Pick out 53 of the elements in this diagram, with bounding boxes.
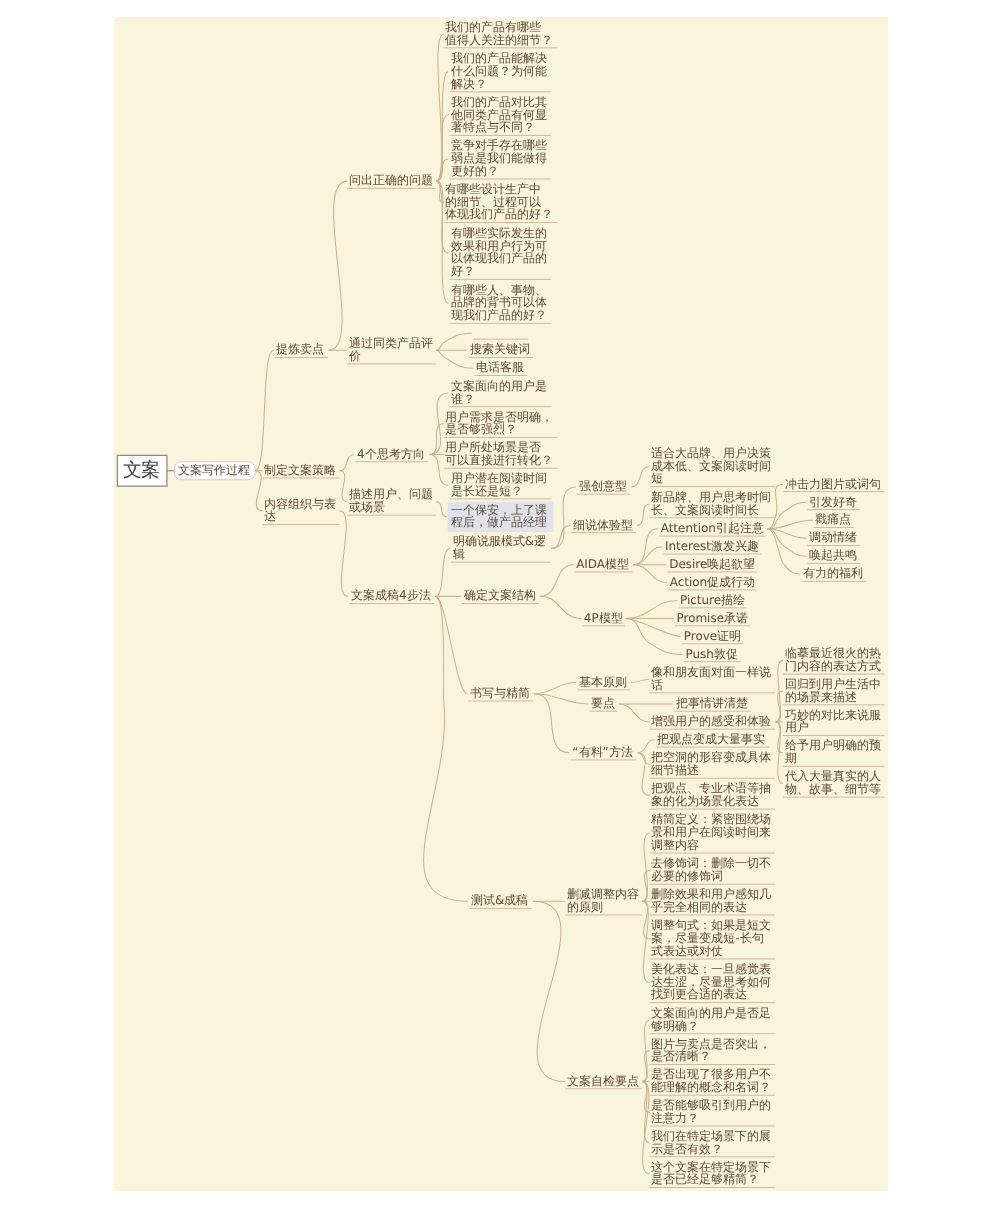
connector xyxy=(326,349,347,351)
node-box: 文案 xyxy=(115,454,167,487)
connector xyxy=(434,71,448,182)
connector xyxy=(631,564,667,584)
connector xyxy=(433,595,461,597)
connector xyxy=(532,693,569,754)
connector xyxy=(433,595,467,695)
connector xyxy=(617,703,650,723)
connector xyxy=(631,564,666,566)
connector xyxy=(549,524,570,549)
connector xyxy=(629,465,650,488)
connector xyxy=(773,690,783,723)
connector xyxy=(434,349,467,351)
connector xyxy=(773,721,783,723)
connector xyxy=(434,158,448,182)
connector xyxy=(434,332,472,351)
connector xyxy=(617,703,673,705)
connector xyxy=(434,114,448,182)
connector xyxy=(773,721,783,754)
connector xyxy=(624,618,683,655)
connector xyxy=(765,528,800,575)
connector xyxy=(765,528,806,557)
connector xyxy=(434,349,473,369)
connector xyxy=(624,618,681,637)
connector xyxy=(434,33,444,182)
connector xyxy=(538,564,574,597)
connector xyxy=(338,510,348,597)
connector xyxy=(773,721,783,784)
connector xyxy=(531,900,565,1083)
connector xyxy=(338,470,347,502)
connector xyxy=(636,752,650,766)
connector xyxy=(434,500,447,518)
connector xyxy=(636,739,654,754)
connector xyxy=(635,503,650,526)
connector xyxy=(636,752,650,796)
connector xyxy=(624,618,674,620)
connector xyxy=(631,546,662,566)
connector xyxy=(434,180,448,254)
connector xyxy=(765,501,806,530)
connector xyxy=(629,678,650,684)
connector xyxy=(624,600,677,620)
connector xyxy=(765,483,783,530)
connector xyxy=(433,547,450,597)
connector xyxy=(538,595,581,620)
connector xyxy=(422,595,468,902)
connector xyxy=(326,180,347,351)
connector xyxy=(765,528,806,539)
connector xyxy=(773,659,783,723)
node-line xyxy=(471,338,528,340)
connector xyxy=(549,486,576,549)
connector xyxy=(532,693,588,705)
connector xyxy=(434,180,448,304)
connector xyxy=(338,454,354,472)
